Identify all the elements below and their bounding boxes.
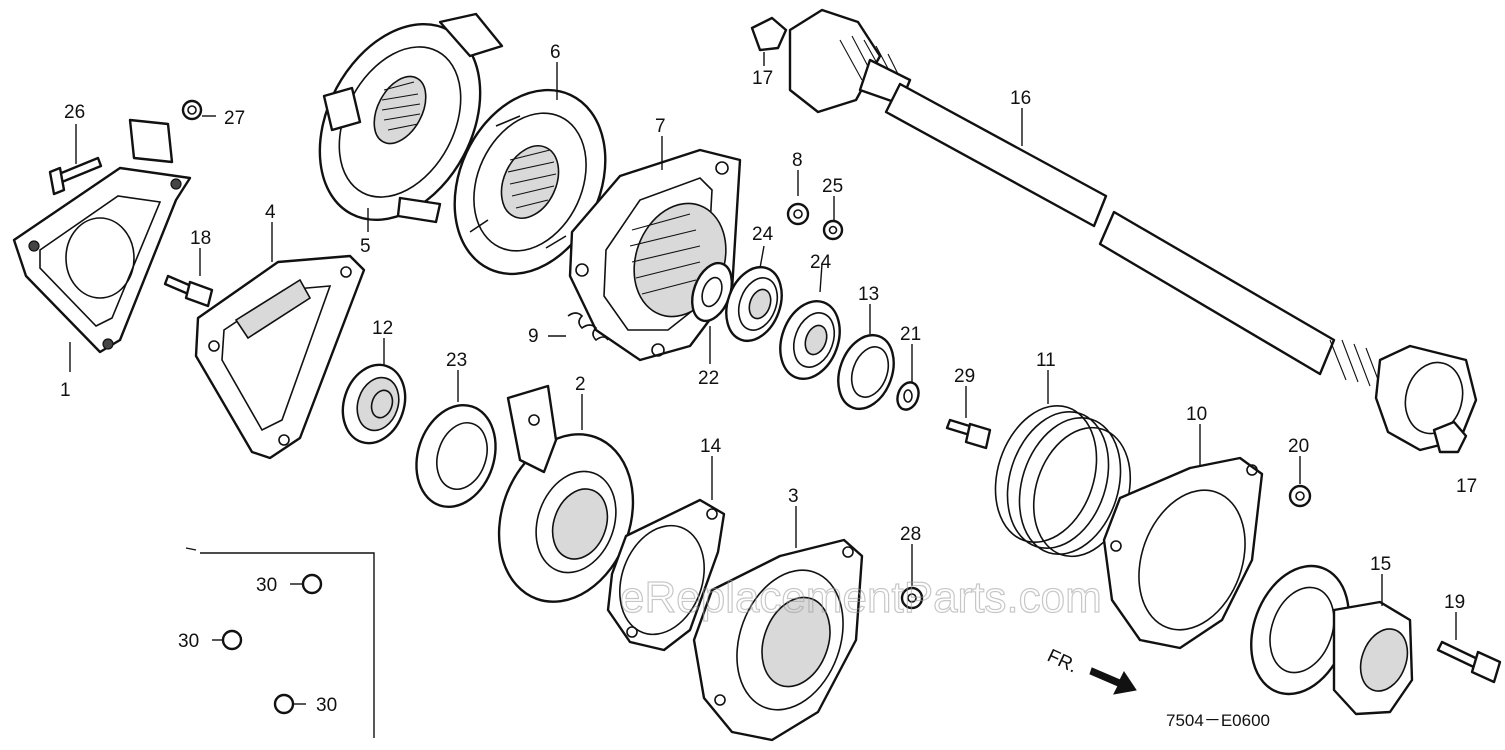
part-30-washer-c[interactable]: [273, 693, 295, 715]
callout-17-right: 17: [1456, 476, 1477, 497]
part-17-cap-right[interactable]: [1432, 420, 1468, 454]
part-1-bracket[interactable]: [12, 118, 192, 354]
part-3-cover[interactable]: [692, 538, 864, 742]
callout-6: 6: [550, 42, 561, 63]
callout-7: 7: [655, 116, 666, 137]
callout-9: 9: [528, 326, 539, 347]
leader-lines: [69, 52, 1457, 705]
callout-25: 25: [822, 176, 843, 197]
watermark: eReplacementParts.com: [620, 573, 1102, 622]
part-28-nut[interactable]: [900, 586, 924, 610]
part-30-washer-b[interactable]: [221, 629, 243, 651]
part-20-nut[interactable]: [1288, 484, 1312, 508]
part-21-washer[interactable]: [894, 379, 922, 412]
part-13-seal[interactable]: [829, 327, 904, 416]
part-30-washer-a[interactable]: [301, 573, 323, 595]
part-8-nut[interactable]: [786, 202, 810, 226]
callout-23: 23: [446, 350, 467, 371]
part-12-collar[interactable]: [333, 357, 415, 452]
diagram-code: 7504－E0600: [1166, 711, 1270, 730]
callout-24-a: 24: [752, 224, 774, 245]
part-9-spring[interactable]: [567, 312, 609, 342]
part-22-collar[interactable]: [685, 258, 739, 327]
callout-4: 4: [265, 202, 276, 223]
part-5-starter-housing[interactable]: [288, 0, 513, 248]
part-19-bolt[interactable]: [1436, 640, 1502, 684]
callout-2: 2: [575, 374, 586, 395]
part-15-flange[interactable]: [1234, 552, 1415, 716]
part-17-cap-top[interactable]: [750, 16, 788, 52]
callout-17-top: 17: [752, 68, 773, 89]
callout-1: 1: [60, 380, 71, 401]
callout-20: 20: [1288, 436, 1309, 457]
part-14-gasket[interactable]: [605, 498, 726, 652]
part-24-bearing-b[interactable]: [770, 293, 850, 387]
callout-13: 13: [858, 284, 879, 305]
part-26-bolt[interactable]: [48, 156, 103, 196]
callout-18: 18: [190, 228, 211, 249]
callout-29: 29: [954, 366, 975, 387]
callout-24-b: 24: [810, 252, 832, 273]
part-4-plate[interactable]: [194, 254, 366, 460]
callout-labels: 1 2 3 4 5 6 7 8 9 10 11 12 13 14 15 16 1…: [60, 42, 1477, 716]
callout-5: 5: [360, 236, 371, 257]
callout-30-c: 30: [316, 695, 337, 716]
part-27-nut[interactable]: [181, 99, 203, 121]
callout-14: 14: [700, 436, 722, 457]
front-arrow-icon: [1089, 667, 1137, 695]
part-29-bolt[interactable]: [945, 418, 992, 450]
callout-28: 28: [900, 524, 921, 545]
callout-8: 8: [792, 150, 803, 171]
part-6-disc[interactable]: [426, 65, 634, 298]
callout-3: 3: [788, 486, 799, 507]
callout-12: 12: [372, 318, 393, 339]
callout-22: 22: [698, 368, 719, 389]
part-18-bolt[interactable]: [163, 274, 214, 308]
callout-16: 16: [1010, 88, 1031, 109]
callout-10: 10: [1186, 404, 1207, 425]
part-10-housing[interactable]: [1102, 456, 1264, 650]
callout-11: 11: [1036, 350, 1056, 371]
inset-box: [185, 547, 375, 738]
front-marker-label: FR.: [1044, 645, 1081, 677]
callout-15: 15: [1370, 554, 1391, 575]
front-direction-marker: FR.: [1044, 645, 1137, 695]
part-2-cover[interactable]: [476, 384, 655, 621]
callout-27: 27: [224, 108, 245, 129]
callout-21: 21: [900, 324, 921, 345]
part-24-bearing-a[interactable]: [717, 259, 792, 348]
callout-30-a: 30: [256, 575, 277, 596]
callout-19: 19: [1444, 592, 1465, 613]
part-25-nut[interactable]: [822, 219, 844, 241]
callout-26: 26: [64, 102, 85, 123]
part-23-seal[interactable]: [404, 395, 508, 517]
callout-30-b: 30: [178, 631, 199, 652]
part-16-shaft[interactable]: [788, 8, 1478, 452]
